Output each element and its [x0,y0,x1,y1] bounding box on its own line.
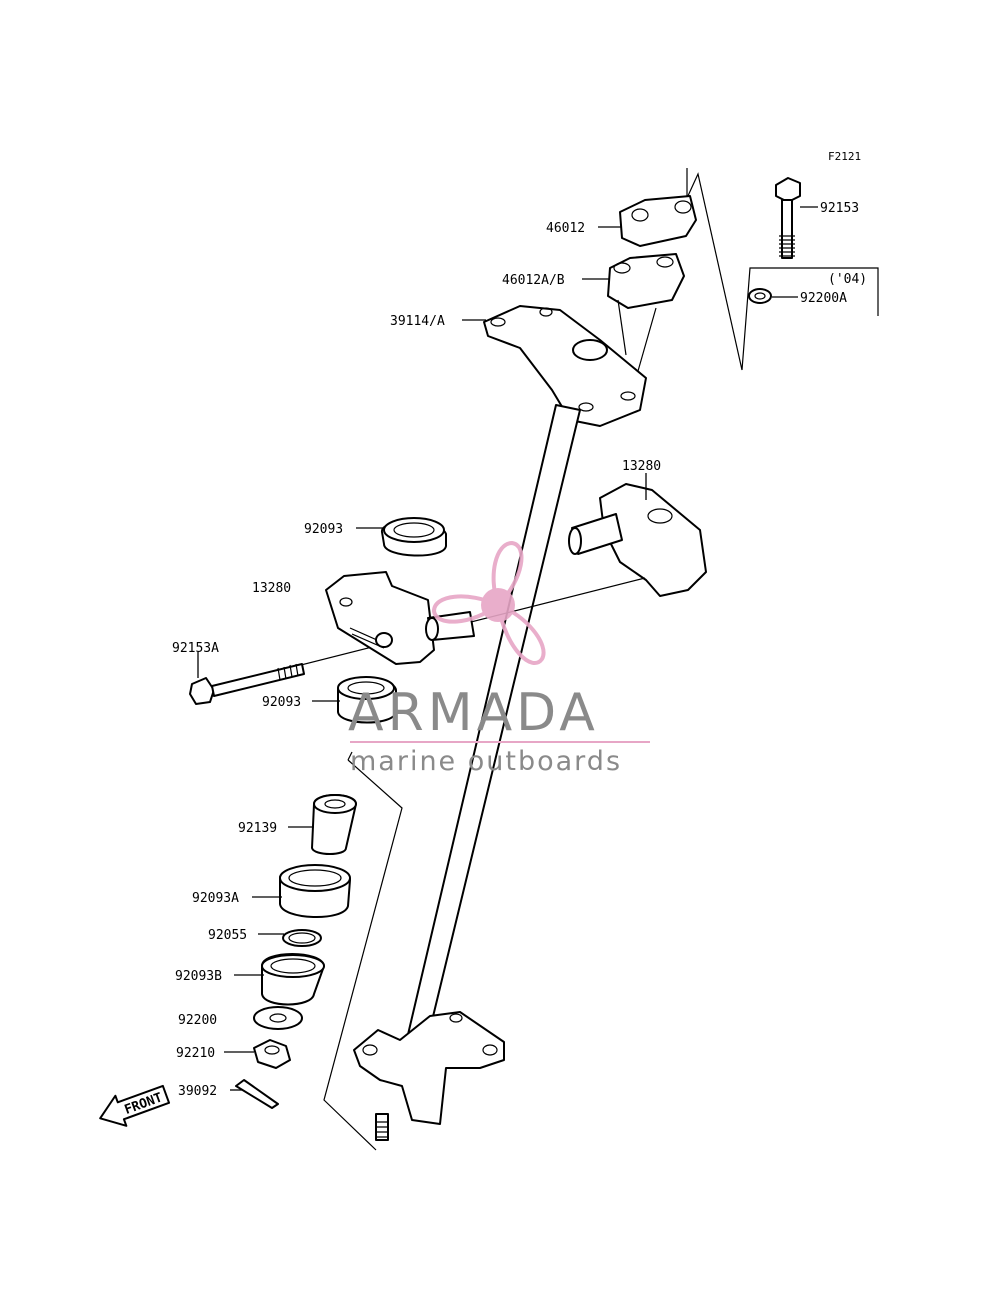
label-13280-left: 13280 [252,581,291,596]
washer-92200a-part [748,288,772,304]
figure-code: F2121 [828,150,861,163]
holder-46012-part [619,195,697,247]
label-13280-right: 13280 [622,459,661,474]
holder-46012ab-part [607,253,685,309]
label-92139: 92139 [238,821,277,836]
propeller-icon [431,540,546,665]
label-92093b: 92093B [175,969,222,984]
front-arrow-icon: FRONT [99,1084,171,1127]
label-46012ab: 46012A/B [502,273,565,288]
bushing-92093-mid-part [337,676,397,724]
label-39114a: 39114/A [390,314,445,329]
steering-arm-part [353,1011,505,1141]
label-92153a: 92153A [172,641,219,656]
holder-13280-right-part [568,483,707,597]
label-92093a: 92093A [192,891,239,906]
holder-13280-left-part [325,571,475,665]
oring-92055-part [282,929,322,947]
label-92200a: 92200A [800,291,847,306]
bolt-92153a-part [189,663,305,705]
watermark-brand: ARMADA [348,683,599,743]
label-92200: 92200 [178,1013,217,1028]
collar-92139-part [311,794,357,855]
label-92055: 92055 [208,928,247,943]
seal-92093b-part [261,953,325,1006]
armada-logo [431,540,546,665]
bushing-92093-top-part [381,517,447,557]
label-92210: 92210 [176,1046,215,1061]
label-92153: 92153 [820,201,859,216]
label-92093-mid: 92093 [262,695,301,710]
watermark-tagline: marine outboards [350,746,622,777]
label-92093-top: 92093 [304,522,343,537]
washer-92200-part [253,1006,303,1030]
bracket-39114a-part [483,305,647,427]
bolt-92153-part [775,177,801,259]
label-46012: 46012 [546,221,585,236]
cotter-pin-39092-part [235,1079,279,1109]
nut-92210-part [253,1039,291,1069]
seal-92093a-part [279,864,351,918]
year-note: ('04) [828,272,867,287]
label-39092: 39092 [178,1084,217,1099]
